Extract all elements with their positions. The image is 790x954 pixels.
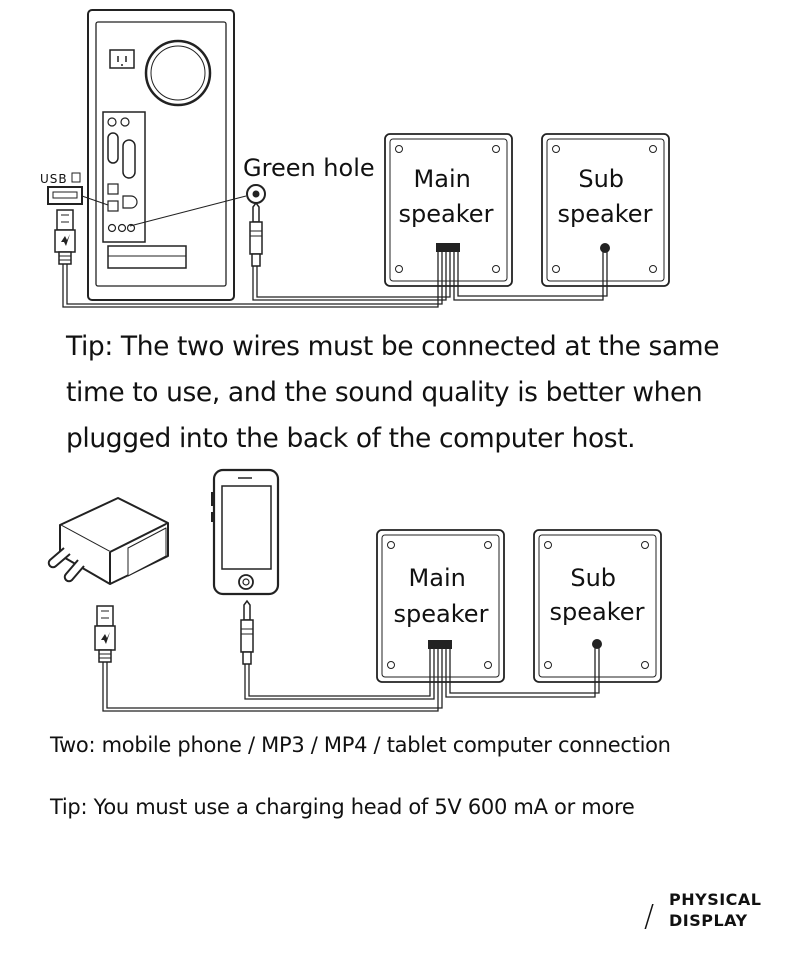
- main-speaker-icon: [384, 133, 513, 287]
- wiring-tip: Tip: The two wires must be connected at …: [66, 324, 766, 462]
- usb-pointer-line: [81, 195, 109, 206]
- sub-speaker-label-top: Sub speaker: [558, 165, 653, 228]
- smartphone-icon: [211, 468, 280, 596]
- wires: [62, 195, 608, 308]
- main-speaker-label-bottom: Main speaker: [394, 564, 489, 628]
- audio-jack-icon: [249, 201, 263, 267]
- usb-plug-icon: [54, 209, 76, 265]
- brand-slash-icon: /: [644, 899, 655, 934]
- wires: [102, 646, 600, 712]
- usb-plug-icon: [94, 605, 116, 663]
- green-hole-label: Green hole: [243, 154, 375, 182]
- main-speaker-icon: [376, 529, 505, 683]
- brand-line: DISPLAY: [669, 911, 748, 930]
- main-speaker-label-top: Main speaker: [399, 165, 494, 228]
- wiring-tip-line: time to use, and the sound quality is be…: [66, 377, 703, 408]
- brand-line: PHYSICAL: [669, 890, 762, 909]
- green-hole-socket-icon: [246, 184, 266, 204]
- computer-tower-icon: [87, 9, 235, 301]
- pc-connection-diagram: USB Green hole Main speaker: [40, 9, 670, 308]
- brand-mark: / PHYSICAL DISPLAY: [644, 889, 774, 934]
- wiring-tip-line: Tip: The two wires must be connected at …: [66, 331, 720, 362]
- usb-label: USB: [40, 172, 68, 186]
- connection-title: Two: mobile phone / MP3 / MP4 / tablet c…: [50, 733, 671, 757]
- mobile-connection-diagram: Main speaker Sub speaker: [47, 468, 662, 712]
- power-adapter-icon: [47, 497, 169, 585]
- audio-jack-icon: [240, 599, 254, 665]
- sub-speaker-icon: [541, 133, 670, 287]
- wiring-tip-line: plugged into the back of the computer ho…: [66, 423, 636, 454]
- usb-port-icon: [47, 186, 83, 205]
- usb-symbol-icon: [71, 172, 81, 183]
- brand-text: PHYSICAL DISPLAY: [669, 889, 762, 931]
- sub-speaker-label-bottom: Sub speaker: [550, 564, 645, 626]
- charging-tip: Tip: You must use a charging head of 5V …: [50, 795, 635, 819]
- sub-speaker-icon: [533, 529, 662, 683]
